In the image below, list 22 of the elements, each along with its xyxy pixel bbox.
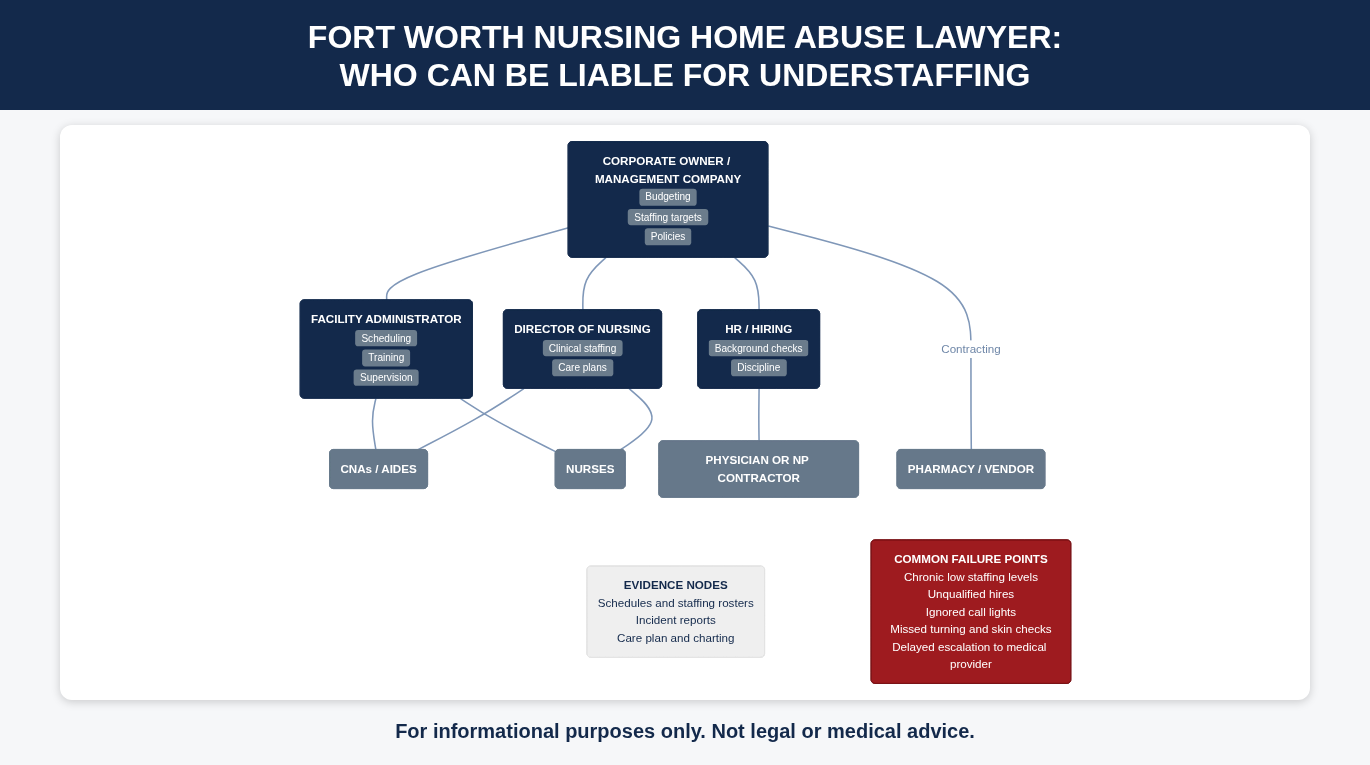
warning-panel: COMMON FAILURE POINTS Chronic low staffing levels Unqualified hires Ignored call lights Missed turning and skin checks Delayed escalation to medical provider [870, 539, 1071, 684]
edge-label: Contracting [940, 341, 1001, 356]
caption: For informational purposes only. Not legal or medical advice. [395, 720, 975, 743]
connector-line [619, 387, 653, 451]
connector-line [371, 397, 377, 451]
connector-line [767, 225, 972, 451]
staff-group-box: NURSES [554, 449, 626, 489]
role-box: HR / HIRING Background checks Discipline [696, 309, 820, 389]
connector-line [733, 256, 760, 311]
role-box: DIRECTOR OF NURSING Clinical staffing Care plans [502, 309, 662, 389]
connector-line [581, 256, 607, 311]
title: FORT WORTH NURSING HOME ABUSE LAWYER: WHO CAN BE LIABLE FOR UNDERSTAFFING [306, 18, 1064, 94]
staff-group-box: CNAs / AIDES [328, 449, 428, 489]
connector-line [459, 397, 557, 453]
diagram-card: Contracting CORPORATE OWNER / MANAGEMENT COMPANY Budgeting Staffing targets Policies FACILITY ADMINISTRATOR Scheduling Training Supervision DIRECTOR OF NURSING Clinical staffing Care plans HR / HIRING Background checks Discipline CNAs / AIDES NURSES PHYSICIAN OR NP CONTRACTOR PHARMACY / VENDOR COMMON FAILURE POINTS Chronic low staffing levels Unqualified hires Ignored call lights Missed turning and skin checks Delayed escalation to medical provider EVIDENCE NODES Schedules and staffing rosters Incident reports Care plan and charting [60, 125, 1310, 700]
role-box: FACILITY ADMINISTRATOR Scheduling Training Supervision [299, 299, 473, 399]
role-box: CORPORATE OWNER / MANAGEMENT COMPANY Budgeting Staffing targets Policies [567, 141, 768, 258]
evidence-bar: EVIDENCE NODES Schedules and staffing rosters Incident reports Care plan and charting [586, 565, 765, 658]
staff-group-box: PHARMACY / VENDOR [896, 449, 1045, 489]
connector-line [757, 387, 760, 442]
connector-line [385, 227, 569, 301]
staff-group-box: PHYSICIAN OR NP CONTRACTOR [657, 440, 859, 498]
